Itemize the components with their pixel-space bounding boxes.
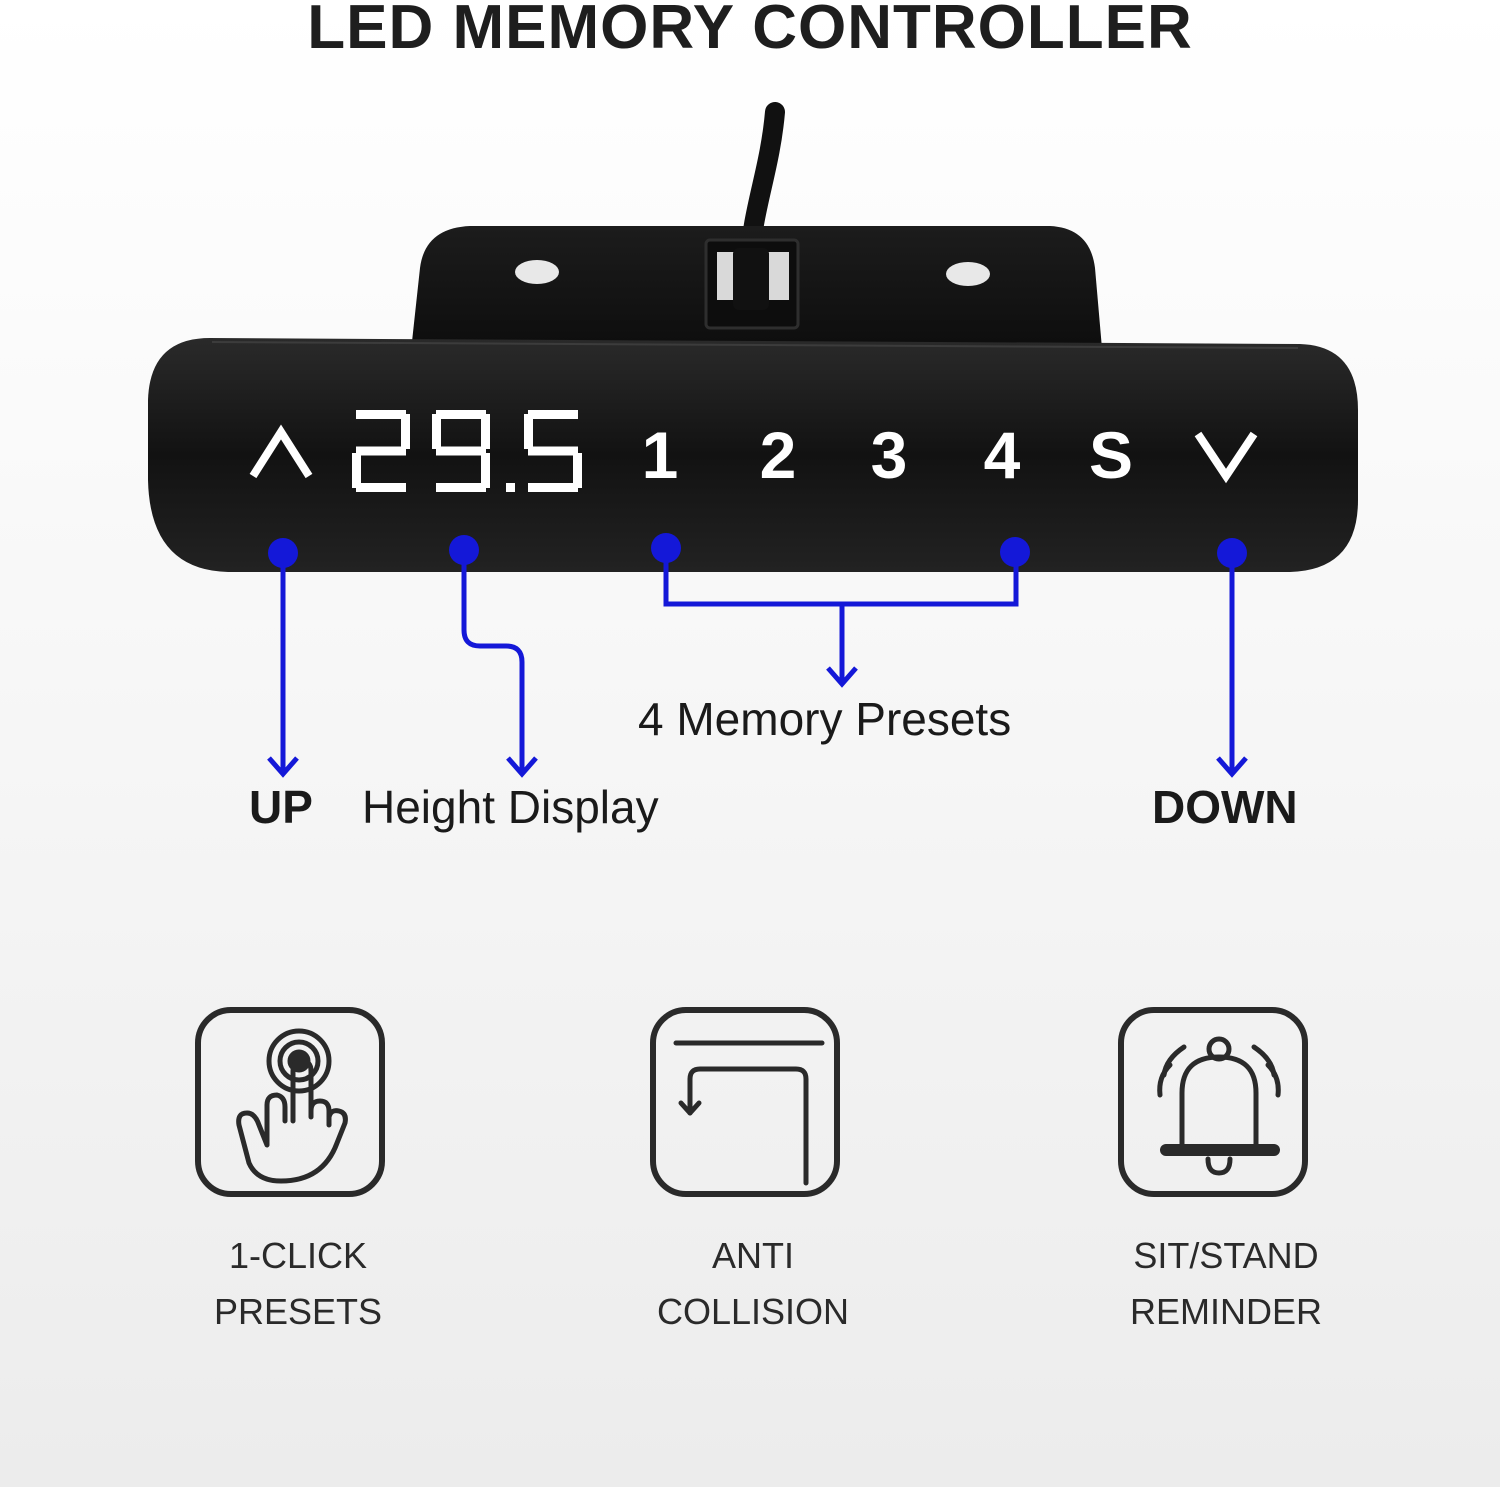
save-button[interactable]: S [1089, 418, 1133, 492]
height-display-label: Height Display [362, 781, 659, 833]
display-digit-segment [356, 410, 406, 419]
page-title: LED MEMORY CONTROLLER [307, 0, 1193, 62]
display-digit-segment [401, 414, 410, 449]
preset-4-button[interactable]: 4 [984, 418, 1021, 492]
display-decimal-point [506, 483, 515, 492]
height-display [352, 410, 582, 492]
display-callout-line [461, 550, 525, 772]
down-chevron-icon [1194, 431, 1258, 484]
display-digit-segment [436, 446, 486, 456]
down-label: DOWN [1152, 781, 1298, 833]
display-digit-segment [481, 414, 490, 449]
screw-hole-left [515, 260, 559, 284]
preset-3-button[interactable]: 3 [871, 418, 908, 492]
bell-alarm-icon [1118, 1007, 1308, 1197]
preset-2-button[interactable]: 2 [760, 418, 797, 492]
display-digit-segment [528, 410, 578, 419]
display-digit-segment [528, 446, 578, 456]
display-digit-segment [356, 446, 406, 456]
display-digit-segment [352, 453, 361, 488]
controller-body [148, 338, 1358, 572]
display-digit-segment [573, 453, 582, 488]
preset-1-button[interactable]: 1 [642, 418, 679, 492]
screw-hole-right [946, 262, 990, 286]
down-callout-arrow [1216, 756, 1248, 778]
display-digit-segment [528, 483, 578, 492]
anti-collision-icon [650, 1007, 840, 1197]
display-digit-segment [432, 414, 441, 449]
up-label: UP [249, 781, 313, 833]
up-callout-arrow [267, 756, 299, 778]
display-digit-segment [436, 483, 486, 492]
display-digit-segment [356, 483, 406, 492]
display-digit-segment [524, 414, 533, 449]
up-chevron-icon [249, 424, 313, 479]
display-digit-segment [436, 410, 486, 419]
display-digit-segment [481, 453, 490, 488]
memory-presets-label: 4 Memory Presets [638, 693, 1012, 745]
touch-press-icon [195, 1007, 385, 1197]
presets-callout-arrow [826, 666, 858, 688]
display-callout-arrow [506, 756, 538, 778]
